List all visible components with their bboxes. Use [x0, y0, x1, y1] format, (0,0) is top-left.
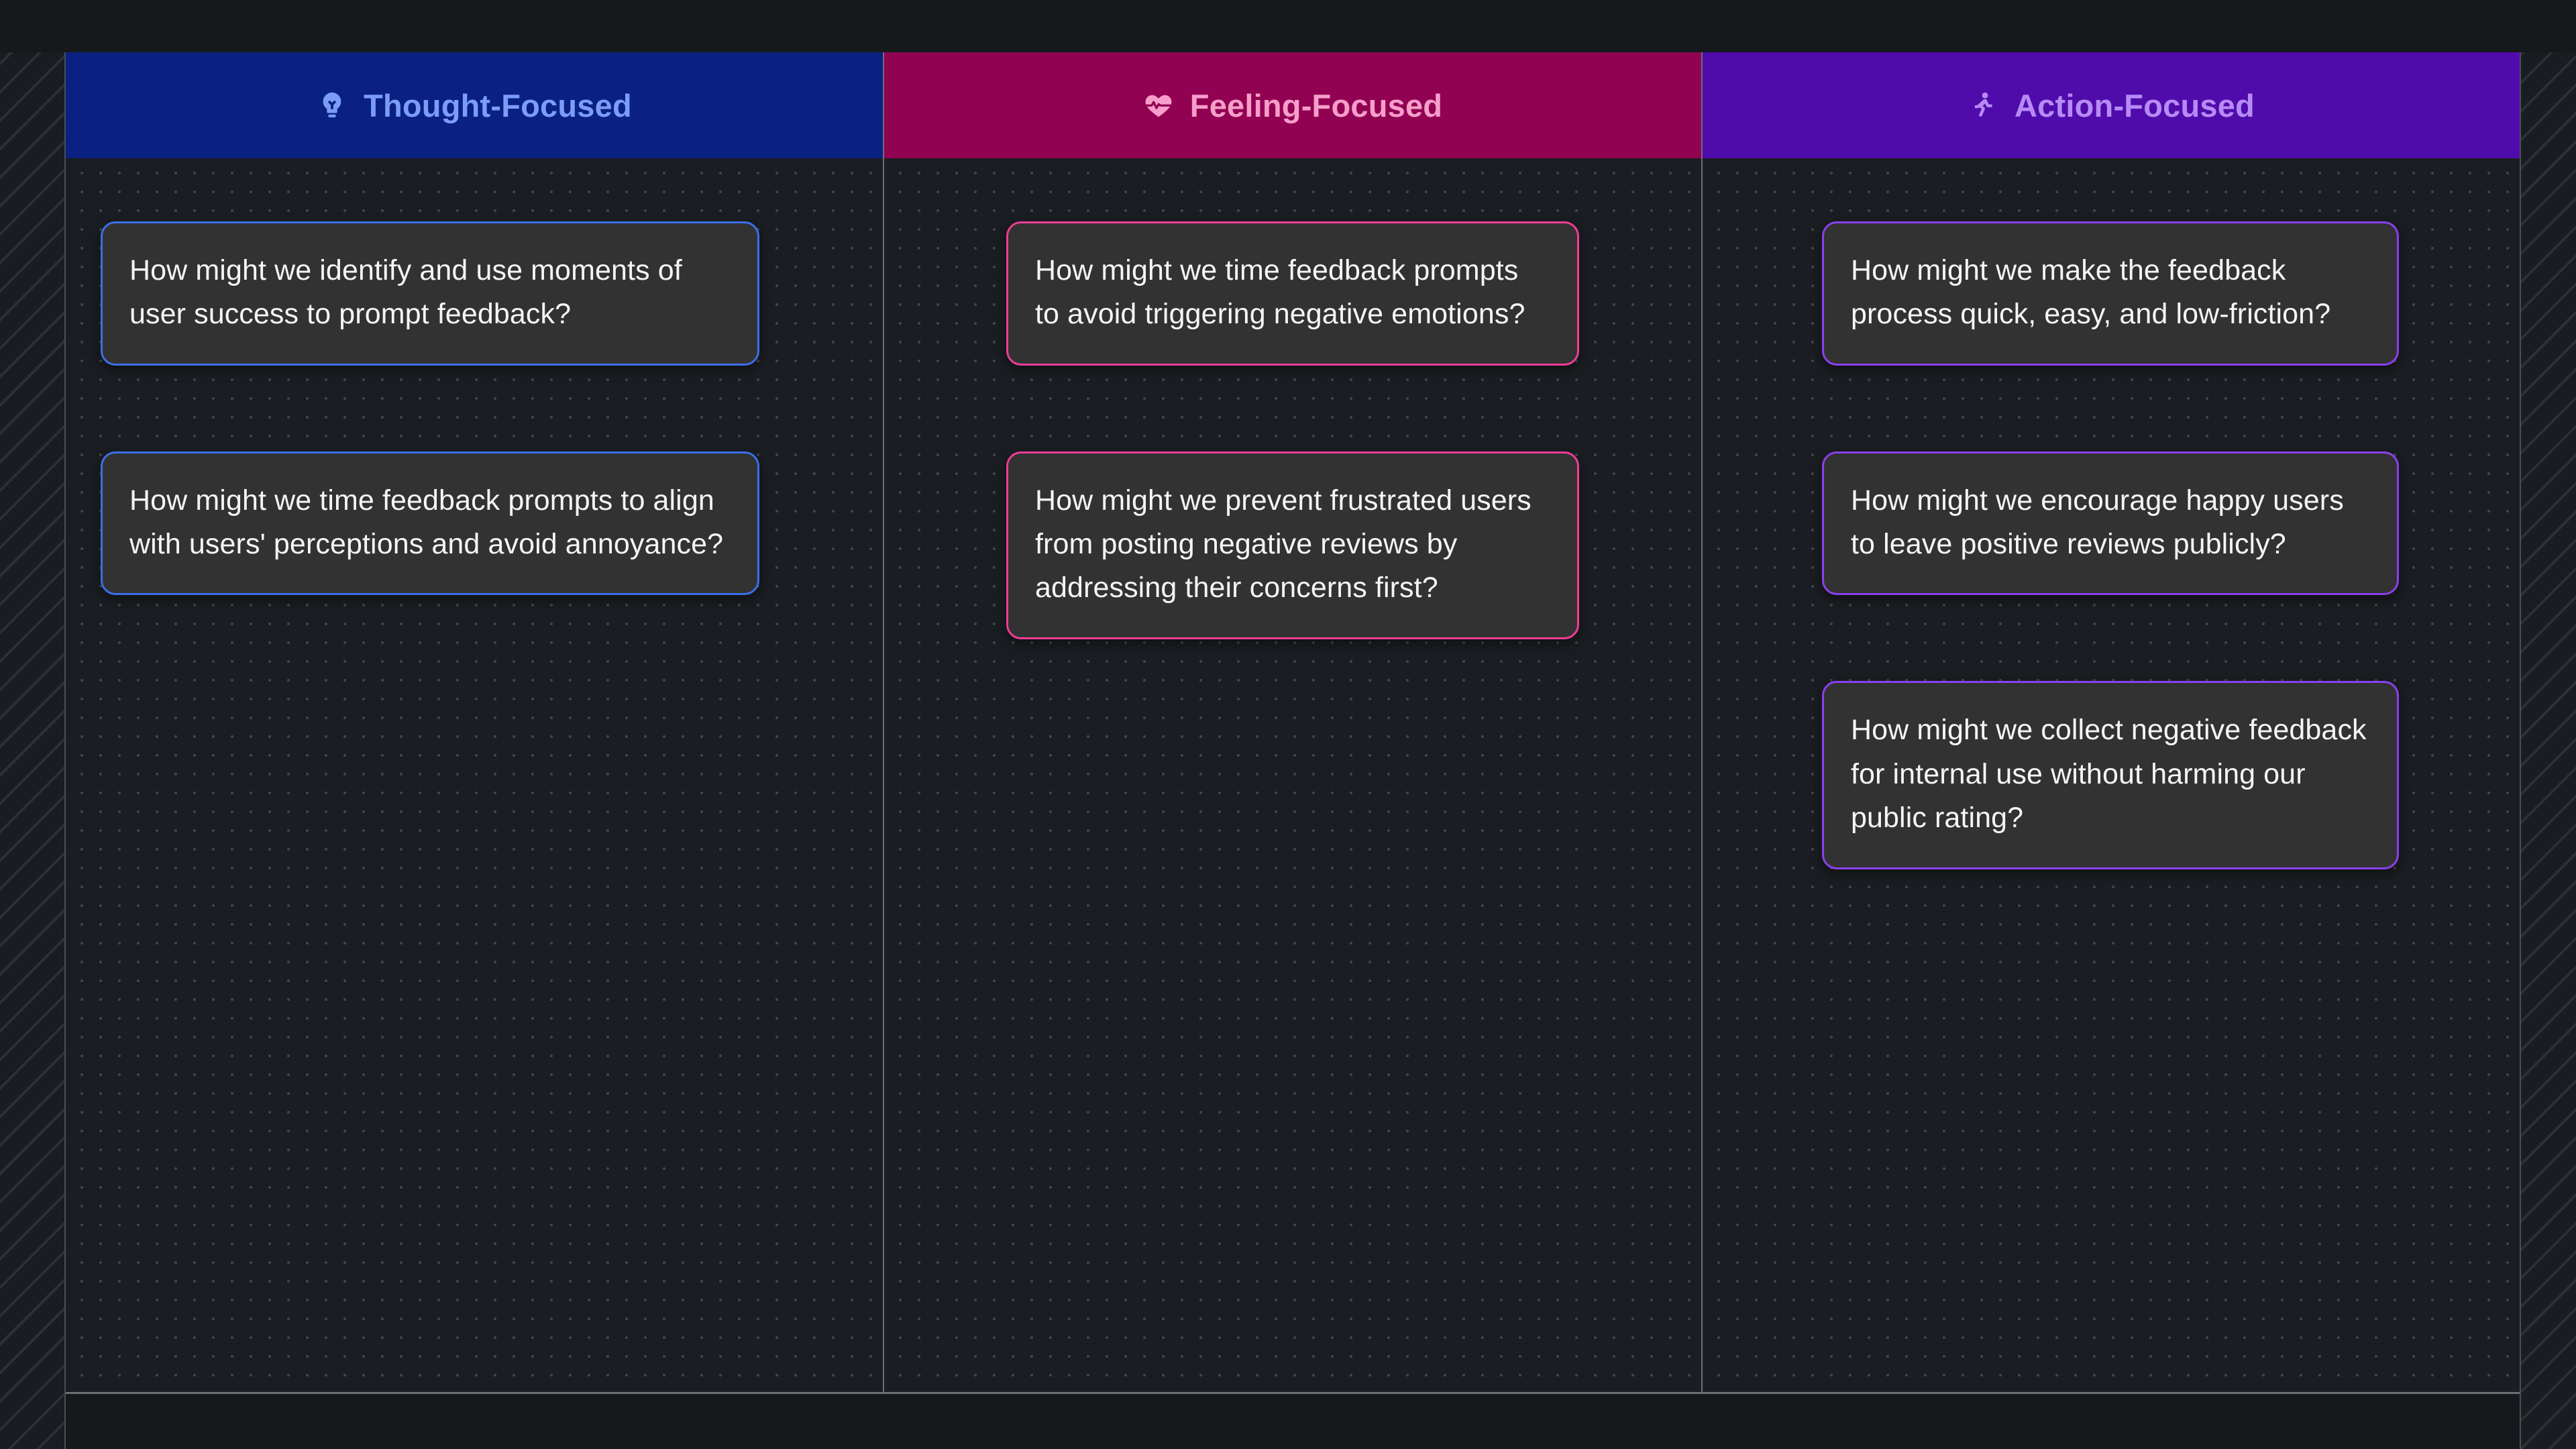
idea-card[interactable]: How might we identify and use moments of… — [101, 221, 759, 366]
idea-card-text: How might we time feedback prompts to al… — [129, 484, 724, 561]
column-thought-focused[interactable]: Thought-Focused How might we identify an… — [66, 52, 883, 1392]
idea-card[interactable]: How might we collect negative feedback f… — [1822, 681, 2399, 869]
canvas-hatch-right-margin — [2520, 52, 2576, 1449]
idea-card-text: How might we prevent frustrated users fr… — [1035, 484, 1532, 604]
column-header-thought-focused[interactable]: Thought-Focused — [66, 52, 883, 158]
column-action-focused[interactable]: Action-Focused How might we make the fee… — [1701, 52, 2520, 1392]
idea-card-text: How might we make the feedback process q… — [1851, 254, 2331, 331]
idea-card-text: How might we encourage happy users to le… — [1851, 484, 2344, 561]
idea-card[interactable]: How might we time feedback prompts to al… — [101, 451, 759, 596]
heart-pulse-icon — [1143, 90, 1174, 121]
idea-card[interactable]: How might we time feedback prompts to av… — [1006, 221, 1579, 366]
column-header-action-focused[interactable]: Action-Focused — [1703, 52, 2520, 158]
idea-card-text: How might we identify and use moments of… — [129, 254, 682, 331]
column-title: Thought-Focused — [364, 87, 632, 123]
column-feeling-focused[interactable]: Feeling-Focused How might we time feedba… — [883, 52, 1701, 1392]
column-title: Feeling-Focused — [1189, 87, 1443, 123]
idea-card-text: How might we time feedback prompts to av… — [1035, 254, 1525, 331]
idea-card[interactable]: How might we make the feedback process q… — [1822, 221, 2399, 366]
column-header-feeling-focused[interactable]: Feeling-Focused — [884, 52, 1701, 158]
column-body-action-focused[interactable]: How might we make the feedback process q… — [1703, 158, 2520, 1392]
canvas-hatch-left-margin — [0, 52, 66, 1449]
idea-card[interactable]: How might we encourage happy users to le… — [1822, 451, 2399, 596]
hmw-board: Thought-Focused How might we identify an… — [66, 52, 2520, 1394]
column-body-thought-focused[interactable]: How might we identify and use moments of… — [66, 158, 883, 1392]
walking-person-icon — [1968, 90, 1998, 121]
idea-card[interactable]: How might we prevent frustrated users fr… — [1006, 451, 1579, 639]
idea-card-text: How might we collect negative feedback f… — [1851, 714, 2367, 835]
column-title: Action-Focused — [2015, 87, 2255, 123]
column-body-feeling-focused[interactable]: How might we time feedback prompts to av… — [884, 158, 1701, 1392]
lightbulb-icon — [317, 90, 347, 121]
